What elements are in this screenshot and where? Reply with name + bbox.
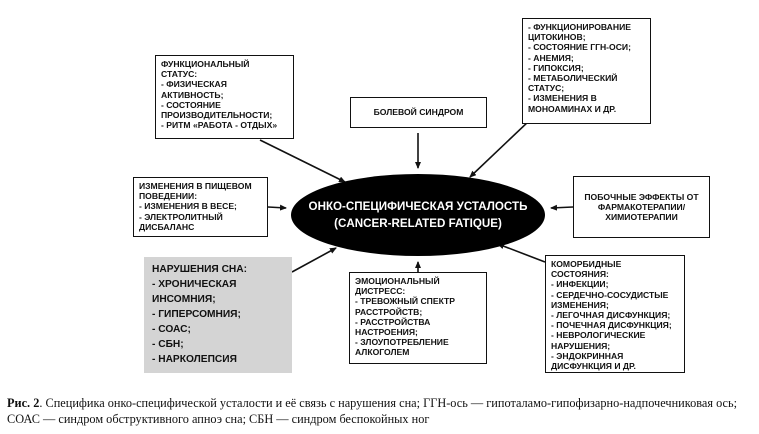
box-line: НАСТРОЕНИЯ; [355, 327, 418, 338]
box-line: ЦИТОКИНОВ; [528, 32, 586, 43]
box-line: - ГИПЕРСОМНИЯ; [152, 309, 241, 320]
box-line: - ИЗМЕНЕНИЯ В ВЕСЕ; [139, 201, 237, 212]
box-line: ИЗМЕНЕНИЯ; [551, 299, 609, 310]
box-line: СТАТУС: [161, 69, 198, 80]
box-line: ПОВЕДЕНИИ: [139, 191, 198, 202]
box-line: ИЗМЕНЕНИЯ В ПИЩЕВОМ [139, 181, 252, 191]
box-line: - ИЗМЕНЕНИЯ В [528, 93, 597, 104]
box-line: - СЕРДЕЧНО-СОСУДИСТЫЕ [551, 289, 669, 300]
box-line: - НЕВРОЛОГИЧЕСКИЕ [551, 330, 646, 341]
box-line: - РАССТРОЙСТВА [355, 316, 431, 327]
box-line: - ТРЕВОЖНЫЙ СПЕКТР [355, 296, 456, 307]
box-line: СТАТУС; [528, 83, 565, 94]
box-line: - РИТМ «РАБОТА - ОТДЫХ» [161, 120, 278, 131]
box-line: - ЭЛЕКТРОЛИТНЫЙ [139, 211, 223, 222]
box-line: - МЕТАБОЛИЧЕСКИЙ [528, 73, 618, 84]
box-line: ЭМОЦИОНАЛЬНЫЙ [355, 276, 440, 286]
arrow-cytokines [469, 119, 531, 178]
box-text: НАРУШЕНИЯ СНА: - ХРОНИЧЕСКАЯ ИНСОМНИЯ; - ГИ… [152, 262, 284, 367]
arrow-sleep [291, 247, 337, 273]
box-line: СОСТОЯНИЯ: [551, 269, 609, 280]
box-line: ИНСОМНИЯ; [152, 294, 216, 305]
figure-caption: Рис. 2. Специфика онко-специфической уст… [7, 395, 753, 427]
box-pain-syndrome: БОЛЕВОЙ СИНДРОМ [350, 97, 487, 128]
box-line: - ЗЛОУПОТРЕБЛЕНИЕ [355, 337, 449, 348]
box-line: НАРУШЕНИЯ СНА: [152, 264, 248, 275]
box-line: ДИСФУНКЦИЯ И ДР. [551, 361, 636, 372]
box-line: - ГИПОКСИЯ; [528, 62, 584, 73]
box-line: НАРУШЕНИЯ; [551, 340, 611, 351]
box-line: БОЛЕВОЙ СИНДРОМ [373, 107, 464, 118]
box-line: - ЛЕГОЧНАЯ ДИСФУНКЦИЯ; [551, 310, 671, 321]
box-line: МОНОАМИНАХ И ДР. [528, 103, 617, 114]
box-line: КОМОРБИДНЫЕ [551, 259, 622, 269]
box-line: - ФИЗИЧЕСКАЯ [161, 79, 227, 90]
caption-label: Рис. 2 [7, 396, 40, 410]
box-line: - ХРОНИЧЕСКАЯ [152, 279, 237, 290]
center-title: ОНКО-СПЕЦИФИЧЕСКАЯ УСТАЛОСТЬ [308, 200, 528, 213]
box-line: ФУНКЦИОНАЛЬНЫЙ [161, 59, 250, 69]
box-line: АКТИВНОСТЬ; [161, 89, 224, 100]
box-line: ПОБОЧНЫЕ ЭФФЕКТЫ ОТ [584, 191, 699, 202]
box-line: ФАРМАКОТЕРАПИИ/ [597, 201, 686, 212]
caption-text: . Специфика онко-специфической усталости… [7, 396, 738, 426]
box-sleep-disorders: НАРУШЕНИЯ СНА: - ХРОНИЧЕСКАЯ ИНСОМНИЯ; - ГИ… [144, 257, 292, 373]
box-line: ПРОИЗВОДИТЕЛЬНОСТИ; [161, 110, 273, 121]
box-line: РАССТРОЙСТВ; [355, 306, 423, 317]
box-line: ДИСБАЛАНС [139, 221, 195, 232]
box-line: - АНЕМИЯ; [528, 52, 574, 63]
box-line: ДИСТРЕСС: [355, 286, 406, 297]
central-fatigue-ellipse: ОНКО-СПЕЦИФИЧЕСКАЯ УСТАЛОСТЬ (CANCER-REL… [291, 174, 545, 256]
box-text: БОЛЕВОЙ СИНДРОМ [374, 107, 464, 117]
box-line: ХИМИОТЕРАПИИ [605, 212, 678, 223]
box-line: - ЭНДОКРИННАЯ [551, 350, 624, 361]
box-line: - ИНФЕКЦИИ; [551, 279, 609, 290]
box-line: - ПОЧЕЧНАЯ ДИСФУНКЦИЯ; [551, 320, 672, 331]
box-line: - ФУНКЦИОНИРОВАНИЕ [528, 22, 631, 32]
box-line: - СОСТОЯНИЕ ГГН-ОСИ; [528, 42, 631, 53]
box-line: - СОАС; [152, 324, 191, 335]
box-line: АЛКОГОЛЕМ [355, 347, 410, 358]
box-line: - СБН; [152, 339, 184, 350]
arrow-comorbid [497, 243, 546, 263]
center-subtitle: (CANCER-RELATED FATIQUE) [334, 217, 502, 230]
arrow-eating [267, 204, 287, 211]
box-line: - НАРКОЛЕПСИЯ [152, 354, 237, 365]
box-line: - СОСТОЯНИЕ [161, 99, 221, 110]
arrow-side-effects [550, 204, 574, 211]
arrow-functional-status [259, 139, 346, 183]
